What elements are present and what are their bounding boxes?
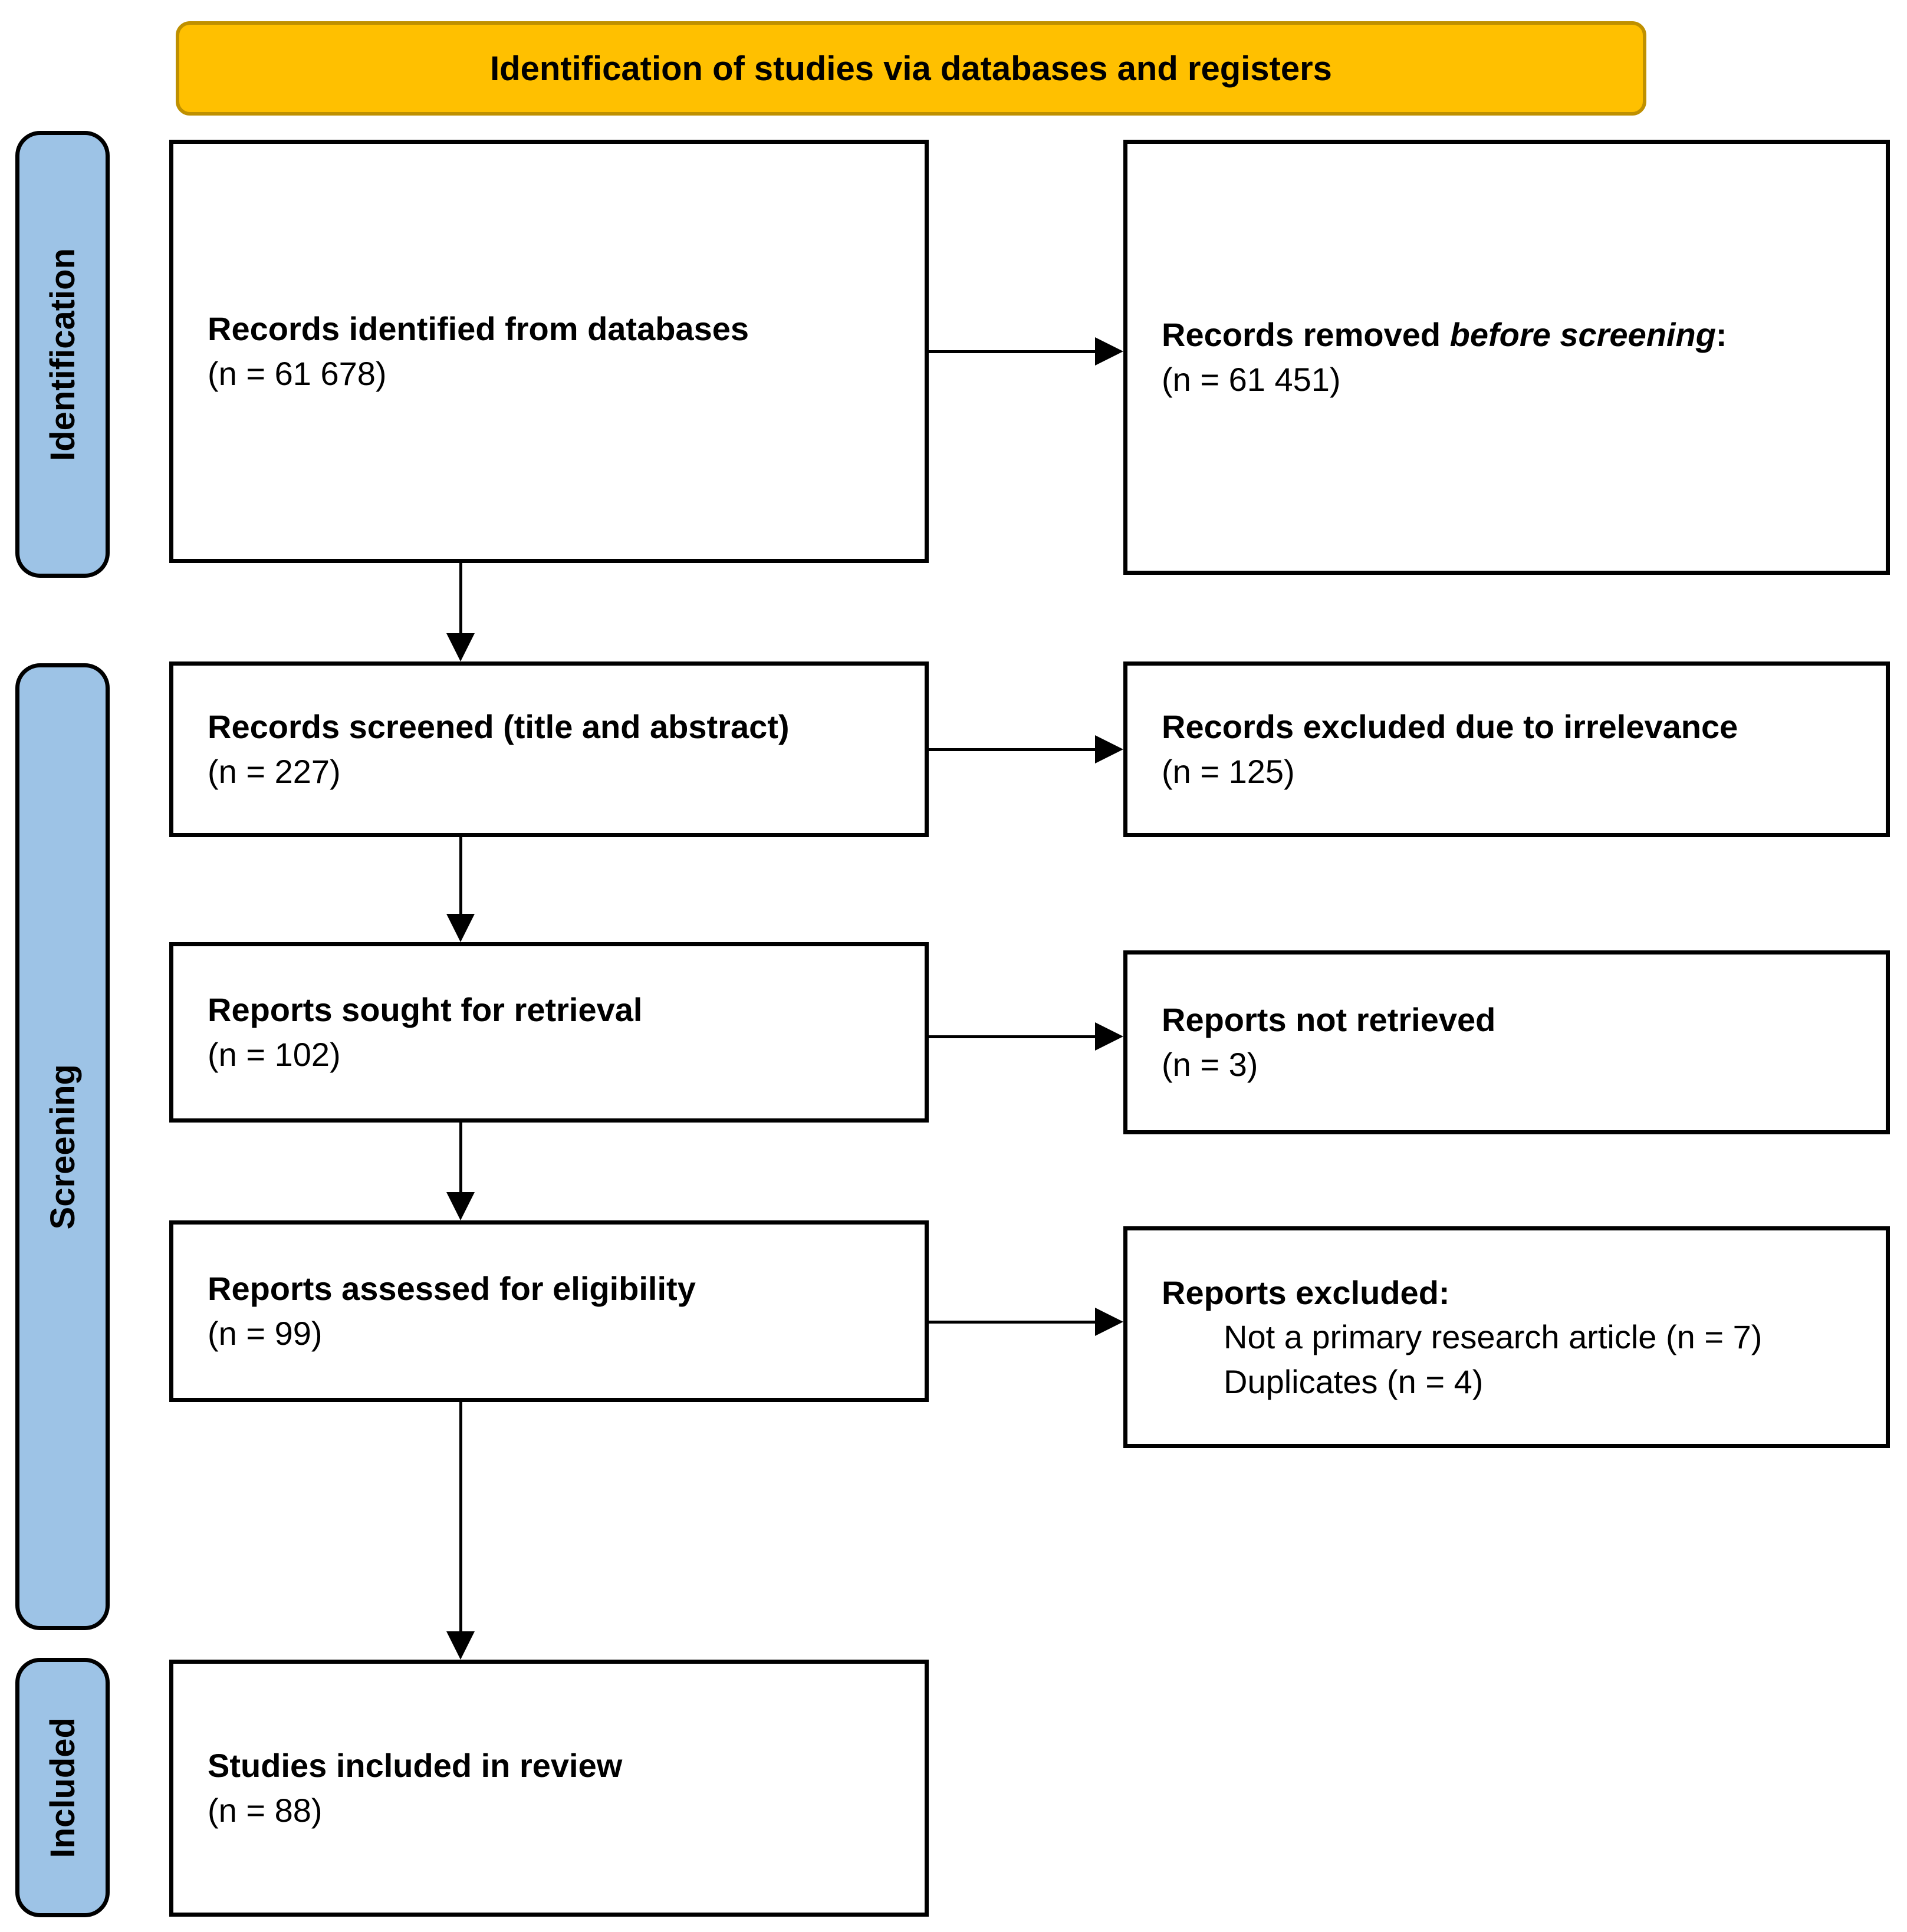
box-reports-sought-count: (n = 102) bbox=[208, 1036, 341, 1073]
box-records-excluded-title: Records excluded due to irrelevance bbox=[1162, 708, 1738, 746]
arrow-identified-to-removed-line bbox=[929, 350, 1096, 353]
box-reports-assessed-title: Reports assessed for eligibility bbox=[208, 1270, 696, 1308]
box-reports-excluded-item-2: Duplicates (n = 4) bbox=[1224, 1362, 1484, 1400]
arrow-screened-to-excluded-line bbox=[929, 748, 1096, 751]
arrow-identified-to-removed-head bbox=[1095, 337, 1123, 366]
stage-included: Included bbox=[15, 1658, 110, 1917]
arrow-screened-to-sought-head bbox=[446, 914, 475, 942]
box-records-excluded-count: (n = 125) bbox=[1162, 753, 1295, 790]
arrow-sought-to-not-retrieved-line bbox=[929, 1035, 1096, 1038]
arrow-sought-to-assessed-head bbox=[446, 1192, 475, 1220]
box-records-removed-title: Records removed before screening: bbox=[1162, 316, 1727, 354]
arrow-identified-to-screened-line bbox=[459, 563, 462, 634]
arrow-assessed-to-reports-excluded-line bbox=[929, 1321, 1096, 1324]
arrow-screened-to-excluded-head bbox=[1095, 735, 1123, 763]
box-studies-included-title: Studies included in review bbox=[208, 1747, 623, 1785]
stage-screening: Screening bbox=[15, 663, 110, 1630]
stage-identification-label: Identification bbox=[43, 248, 82, 461]
box-records-screened-count: (n = 227) bbox=[208, 753, 341, 790]
box-records-identified-count: (n = 61 678) bbox=[208, 355, 387, 392]
box-reports-excluded-item-1: Not a primary research article (n = 7) bbox=[1224, 1318, 1763, 1356]
box-reports-excluded-title: Reports excluded: bbox=[1162, 1273, 1450, 1311]
box-reports-sought-title: Reports sought for retrieval bbox=[208, 991, 643, 1029]
box-records-excluded: Records excluded due to irrelevance (n =… bbox=[1123, 661, 1890, 837]
arrow-identified-to-screened-head bbox=[446, 633, 475, 661]
box-reports-excluded: Reports excluded: Not a primary research… bbox=[1123, 1226, 1890, 1448]
arrow-screened-to-sought-line bbox=[459, 837, 462, 914]
box-reports-assessed: Reports assessed for eligibility (n = 99… bbox=[169, 1220, 929, 1402]
box-records-removed: Records removed before screening: (n = 6… bbox=[1123, 140, 1890, 575]
box-reports-sought: Reports sought for retrieval (n = 102) bbox=[169, 942, 929, 1123]
box-records-screened-title: Records screened (title and abstract) bbox=[208, 708, 790, 746]
arrow-assessed-to-included-line bbox=[459, 1402, 462, 1631]
box-records-identified-title: Records identified from databases bbox=[208, 310, 749, 348]
banner-title: Identification of studies via databases … bbox=[176, 21, 1646, 116]
box-reports-assessed-count: (n = 99) bbox=[208, 1315, 323, 1352]
box-reports-not-retrieved-count: (n = 3) bbox=[1162, 1046, 1258, 1083]
box-records-screened: Records screened (title and abstract) (n… bbox=[169, 661, 929, 837]
stage-identification: Identification bbox=[15, 131, 110, 578]
box-records-identified: Records identified from databases (n = 6… bbox=[169, 140, 929, 563]
box-reports-not-retrieved-title: Reports not retrieved bbox=[1162, 1001, 1496, 1039]
box-studies-included-count: (n = 88) bbox=[208, 1792, 323, 1829]
stage-screening-label: Screening bbox=[43, 1064, 82, 1230]
arrow-sought-to-not-retrieved-head bbox=[1095, 1022, 1123, 1051]
box-records-removed-title-italic: before screening bbox=[1449, 316, 1716, 354]
arrow-assessed-to-included-head bbox=[446, 1631, 475, 1660]
arrow-assessed-to-reports-excluded-head bbox=[1095, 1308, 1123, 1336]
banner-title-label: Identification of studies via databases … bbox=[490, 49, 1332, 88]
stage-included-label: Included bbox=[43, 1717, 82, 1858]
arrow-sought-to-assessed-line bbox=[459, 1122, 462, 1192]
box-studies-included: Studies included in review (n = 88) bbox=[169, 1660, 929, 1917]
box-records-removed-count: (n = 61 451) bbox=[1162, 361, 1341, 398]
box-reports-not-retrieved: Reports not retrieved (n = 3) bbox=[1123, 950, 1890, 1134]
